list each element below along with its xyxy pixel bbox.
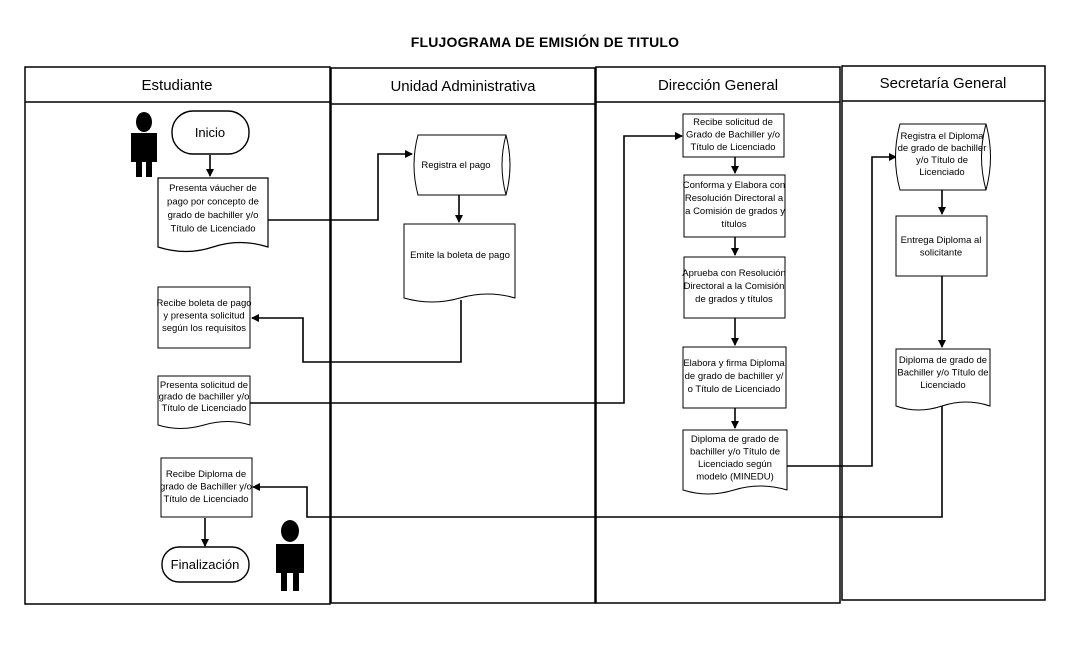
node-label-line: modelo (MINEDU) [696,472,774,483]
node-elabora-firma: Elabora y firma Diploma de grado de bachi… [682,346,787,409]
lane-title-estudiante: Estudiante [142,77,213,94]
node-label: Presenta váucher de pago por concepto de g… [167,183,259,235]
node-label-line: grado de Bachiller y/o [160,482,252,493]
node-label-line: Grado de Bachiller y/o [686,130,780,141]
node-label-line: Presenta váucher de [169,183,257,194]
node-label-line: Recibe solicitud de [693,117,773,128]
node-label-line: Título de Licenciado [161,403,246,414]
lane-title-direccion-general: Dirección General [658,77,778,94]
arrow-diploma-doc-to-recibe-diploma [252,406,943,518]
node-label-line: Directoral a la Comisión [684,281,785,292]
node-recibe-boleta: Recibe boleta de pago y presenta solicitu… [156,286,252,349]
person-icon [131,112,157,177]
node-label: Diploma de grado de bachiller y/o Título … [690,434,780,483]
node-label: Inicio [195,125,225,140]
node-label-line: Recibe Diploma de [166,469,246,480]
node-label-line: Título de Licenciado [690,142,775,153]
node-label: Recibe boleta de pago y presenta solicitu… [156,298,251,334]
node-label-line: Diploma de grado de [691,434,779,445]
node-label-line: Título de Licenciado [170,224,255,235]
lane-direccion-general: Dirección General [595,66,841,604]
lane-secretaria-general: Secretaría General [841,65,1046,601]
node-diploma-modelo: Diploma de grado de bachiller y/o Título … [682,429,788,495]
node-label-line: pago por concepto de [167,197,259,208]
node-label-line: de grado de bachiller y/ [685,371,784,382]
node-label-line: de grados y títulos [695,294,773,305]
lane-title-unidad-administrativa: Unidad Administrativa [390,78,536,95]
node-label: Emite la boleta de pago [410,250,510,261]
node-label-line: Registra el pago [421,160,490,171]
node-label-line: y/o Título de [916,155,968,166]
node-label-line: grado de bachiller y/o [159,392,250,403]
arrow-diploma-to-registra-diploma [787,153,897,467]
node-label: Finalización [171,557,240,572]
node-label-line: solicitante [920,248,962,259]
node-label-line: y presenta solicitud [163,311,244,322]
node-label-line: Entrega Diploma al [901,235,982,246]
lane-estudiante: Estudiante [24,66,331,605]
person-icon [276,520,304,591]
node-emite-boleta: Emite la boleta de pago [403,223,516,303]
node-label-line: la Comisión de grados y [683,206,785,217]
node-label-line: Licenciado según [698,459,772,470]
lane-title-secretaria-general: Secretaría General [880,75,1007,92]
node-presenta-vaucher: Presenta váucher de pago por concepto de g… [157,177,269,253]
node-label-line: Licenciado [919,167,964,178]
node-label-line: Emite la boleta de pago [410,250,510,261]
page-title: FLUJOGRAMA DE EMISIÓN DE TITULO [410,34,680,50]
arrow-vaucher-to-registra [268,150,413,221]
lane-unidad-administrativa: Unidad Administrativa [330,67,596,604]
node-recibe-solicitud: Recibe solicitud de Grado de Bachiller y/… [682,113,785,158]
arrow-solicitud-to-recibe [250,132,683,404]
node-label-line: Registra el Diploma [901,131,985,142]
node-label-line: Bachiller y/o Título de [897,368,988,379]
node-finalizacion: Finalización [161,546,250,583]
arrow-emite-to-recibe-boleta [251,300,462,363]
node-label-line: Resolución Directoral a [685,193,784,204]
node-label-line: bachiller y/o Título de [690,447,780,458]
node-label-line: grado de bachiller y/o [168,210,259,221]
node-label-line: Título de Licenciado [163,494,248,505]
node-inicio: Inicio [171,110,250,155]
node-label: Registra el pago [421,160,490,171]
node-label-line: o Título de Licenciado [688,384,781,395]
node-diploma-doc: Diploma de grado de Bachiller y/o Título … [895,348,991,411]
node-label-line: Licenciado [920,380,965,391]
node-label-line: títulos [721,219,747,230]
connectors [201,132,946,547]
node-label-line: Presenta solicitud de [160,380,248,391]
node-label: Elabora y firma Diploma de grado de bachi… [683,358,785,395]
node-label-line: Diploma de grado de [899,355,987,366]
node-label-line: Conforma y Elabora con [683,180,785,191]
node-label-line: de grado de bachiller [898,143,987,154]
node-label-line: Aprueba con Resolución [682,268,786,279]
node-label-line: Elabora y firma Diploma [683,358,785,369]
node-entrega-diploma: Entrega Diploma al solicitante [895,215,988,277]
node-label-line: según los requisitos [162,323,246,334]
node-label: Entrega Diploma al solicitante [901,235,982,259]
node-registra-pago: Registra el pago [413,134,511,196]
node-label: Diploma de grado de Bachiller y/o Título … [897,355,988,391]
node-label: Recibe solicitud de Grado de Bachiller y/… [686,117,780,153]
node-label-line: Recibe boleta de pago [156,298,251,309]
